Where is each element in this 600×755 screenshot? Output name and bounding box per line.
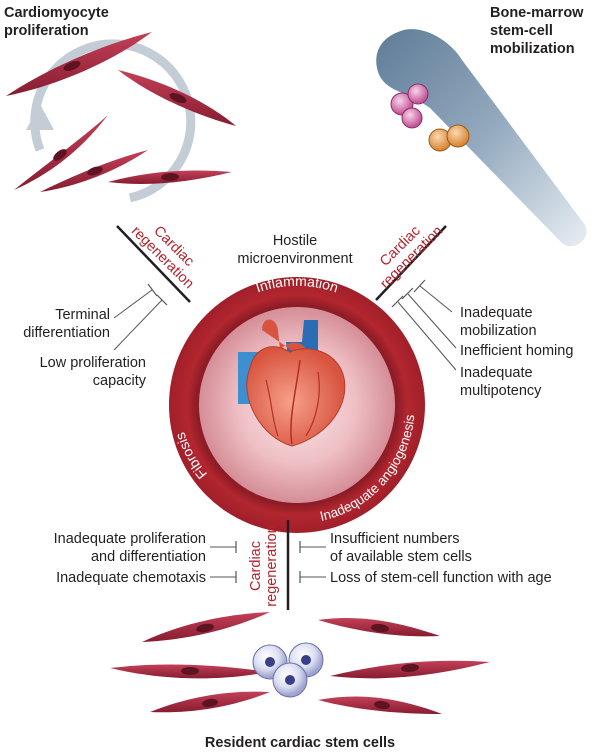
regen-line: regeneration xyxy=(264,525,280,607)
title-line: mobilization xyxy=(490,41,575,57)
barrier-inadequate-mobilization: Inadequate mobilization xyxy=(460,304,590,340)
resident-stem-cell-cluster xyxy=(252,642,324,698)
regen-line: Cardiac xyxy=(248,541,264,591)
heart-icon xyxy=(238,319,346,447)
title-cardiomyocyte-proliferation: Cardiomyocyte proliferation xyxy=(4,4,109,40)
label-line: of available stem cells xyxy=(330,549,472,565)
barrier-inefficient-homing: Inefficient homing xyxy=(460,343,574,359)
title-line: proliferation xyxy=(4,23,89,39)
label-line: capacity xyxy=(92,373,146,389)
hostile-microenvironment-label: Hostile microenvironment xyxy=(210,232,380,268)
label-line: Insufficient numbers xyxy=(330,531,460,547)
label-line: differentiation xyxy=(23,325,110,341)
title-bone-marrow: Bone-marrow stem-cell mobilization xyxy=(490,4,583,58)
barrier-terminal-differentiation: Terminal differentiation xyxy=(10,306,110,342)
ring-label-inflammation: Inflammation xyxy=(253,273,340,296)
label-line: microenvironment xyxy=(237,251,353,267)
bottom-inhibitor-lines xyxy=(210,541,326,583)
bone-marrow-stem-cells xyxy=(390,83,470,152)
left-inhibitor-lines xyxy=(113,283,168,351)
barrier-insufficient-numbers: Insufficient numbers of available stem c… xyxy=(330,530,590,566)
label-line: Terminal xyxy=(55,307,110,323)
title-line: Bone-marrow xyxy=(490,5,584,21)
label-line: Inadequate proliferation xyxy=(53,531,206,547)
barrier-low-proliferation: Low proliferation capacity xyxy=(0,354,146,390)
label-line: Inadequate xyxy=(460,365,533,381)
barrier-inadequate-proliferation: Inadequate proliferation and differentia… xyxy=(10,530,206,566)
bone-illustration xyxy=(376,29,587,247)
title-line: stem-cell xyxy=(490,23,553,39)
label-line: Hostile xyxy=(272,233,318,249)
regen-label-bottom: Cardiac regeneration xyxy=(248,516,280,616)
resident-cardiomyocytes xyxy=(110,612,490,714)
right-regeneration-block xyxy=(375,225,447,301)
title-resident-stem-cells: Resident cardiac stem cells xyxy=(204,735,396,751)
cardiomyocyte-cells xyxy=(6,32,236,192)
barrier-loss-of-function: Loss of stem-cell function with age xyxy=(330,570,552,586)
label-line: Inadequate xyxy=(460,305,533,321)
label-line: multipotency xyxy=(460,383,542,399)
right-inhibitor-lines xyxy=(391,279,457,371)
label-line: and differentiation xyxy=(90,549,206,565)
title-line: Cardiomyocyte xyxy=(4,5,109,21)
barrier-inadequate-multipotency: Inadequate multipotency xyxy=(460,364,590,400)
barrier-inadequate-chemotaxis: Inadequate chemotaxis xyxy=(56,570,206,586)
label-line: Low proliferation xyxy=(39,355,146,371)
proliferation-cycle-arrow xyxy=(26,39,196,203)
label-line: mobilization xyxy=(460,323,537,339)
left-regeneration-block xyxy=(116,225,191,303)
